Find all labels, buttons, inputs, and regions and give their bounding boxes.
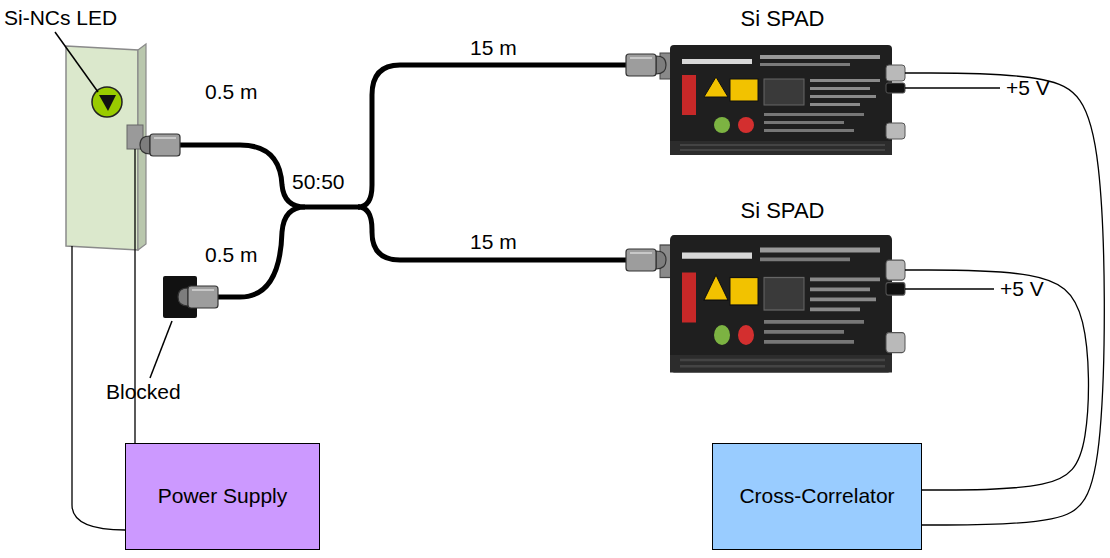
voltage-label: +5 V <box>1006 76 1050 100</box>
module-heading: Si SPAD <box>741 6 825 31</box>
leader-line <box>150 321 172 378</box>
detector-module: Si SPAD <box>660 198 905 374</box>
voltage-label: +5 V <box>1000 277 1044 301</box>
detector-module: Si SPAD <box>660 6 905 152</box>
optical-fiber <box>180 65 628 297</box>
split-ratio: 50:50 <box>292 170 345 194</box>
length-label: 15 m <box>470 230 517 254</box>
part-name: Si-NCs LED <box>4 6 117 30</box>
fiber-connector <box>140 134 180 156</box>
part-name: Blocked <box>106 380 181 404</box>
box-label: Power Supply <box>158 484 288 508</box>
spad-photo <box>660 235 905 373</box>
led-board <box>66 44 146 250</box>
box-label: Cross-Correlator <box>739 484 894 508</box>
signal-cable <box>905 270 1088 490</box>
led-symbol <box>92 87 122 117</box>
module-heading: Si SPAD <box>741 198 825 223</box>
process-box: Cross-Correlator <box>712 443 922 550</box>
fiber-connector <box>626 249 666 271</box>
signal-cable <box>905 73 1104 525</box>
supply-lead <box>905 87 1000 88</box>
supply-lead <box>905 288 994 289</box>
spad-photo <box>660 45 905 155</box>
fiber-connector <box>178 286 218 308</box>
process-box: Power Supply <box>125 443 320 550</box>
length-label: 0.5 m <box>205 243 258 267</box>
length-label: 0.5 m <box>205 80 258 104</box>
leader-line <box>55 32 98 92</box>
fiber-connector <box>626 54 666 76</box>
length-label: 15 m <box>470 36 517 60</box>
